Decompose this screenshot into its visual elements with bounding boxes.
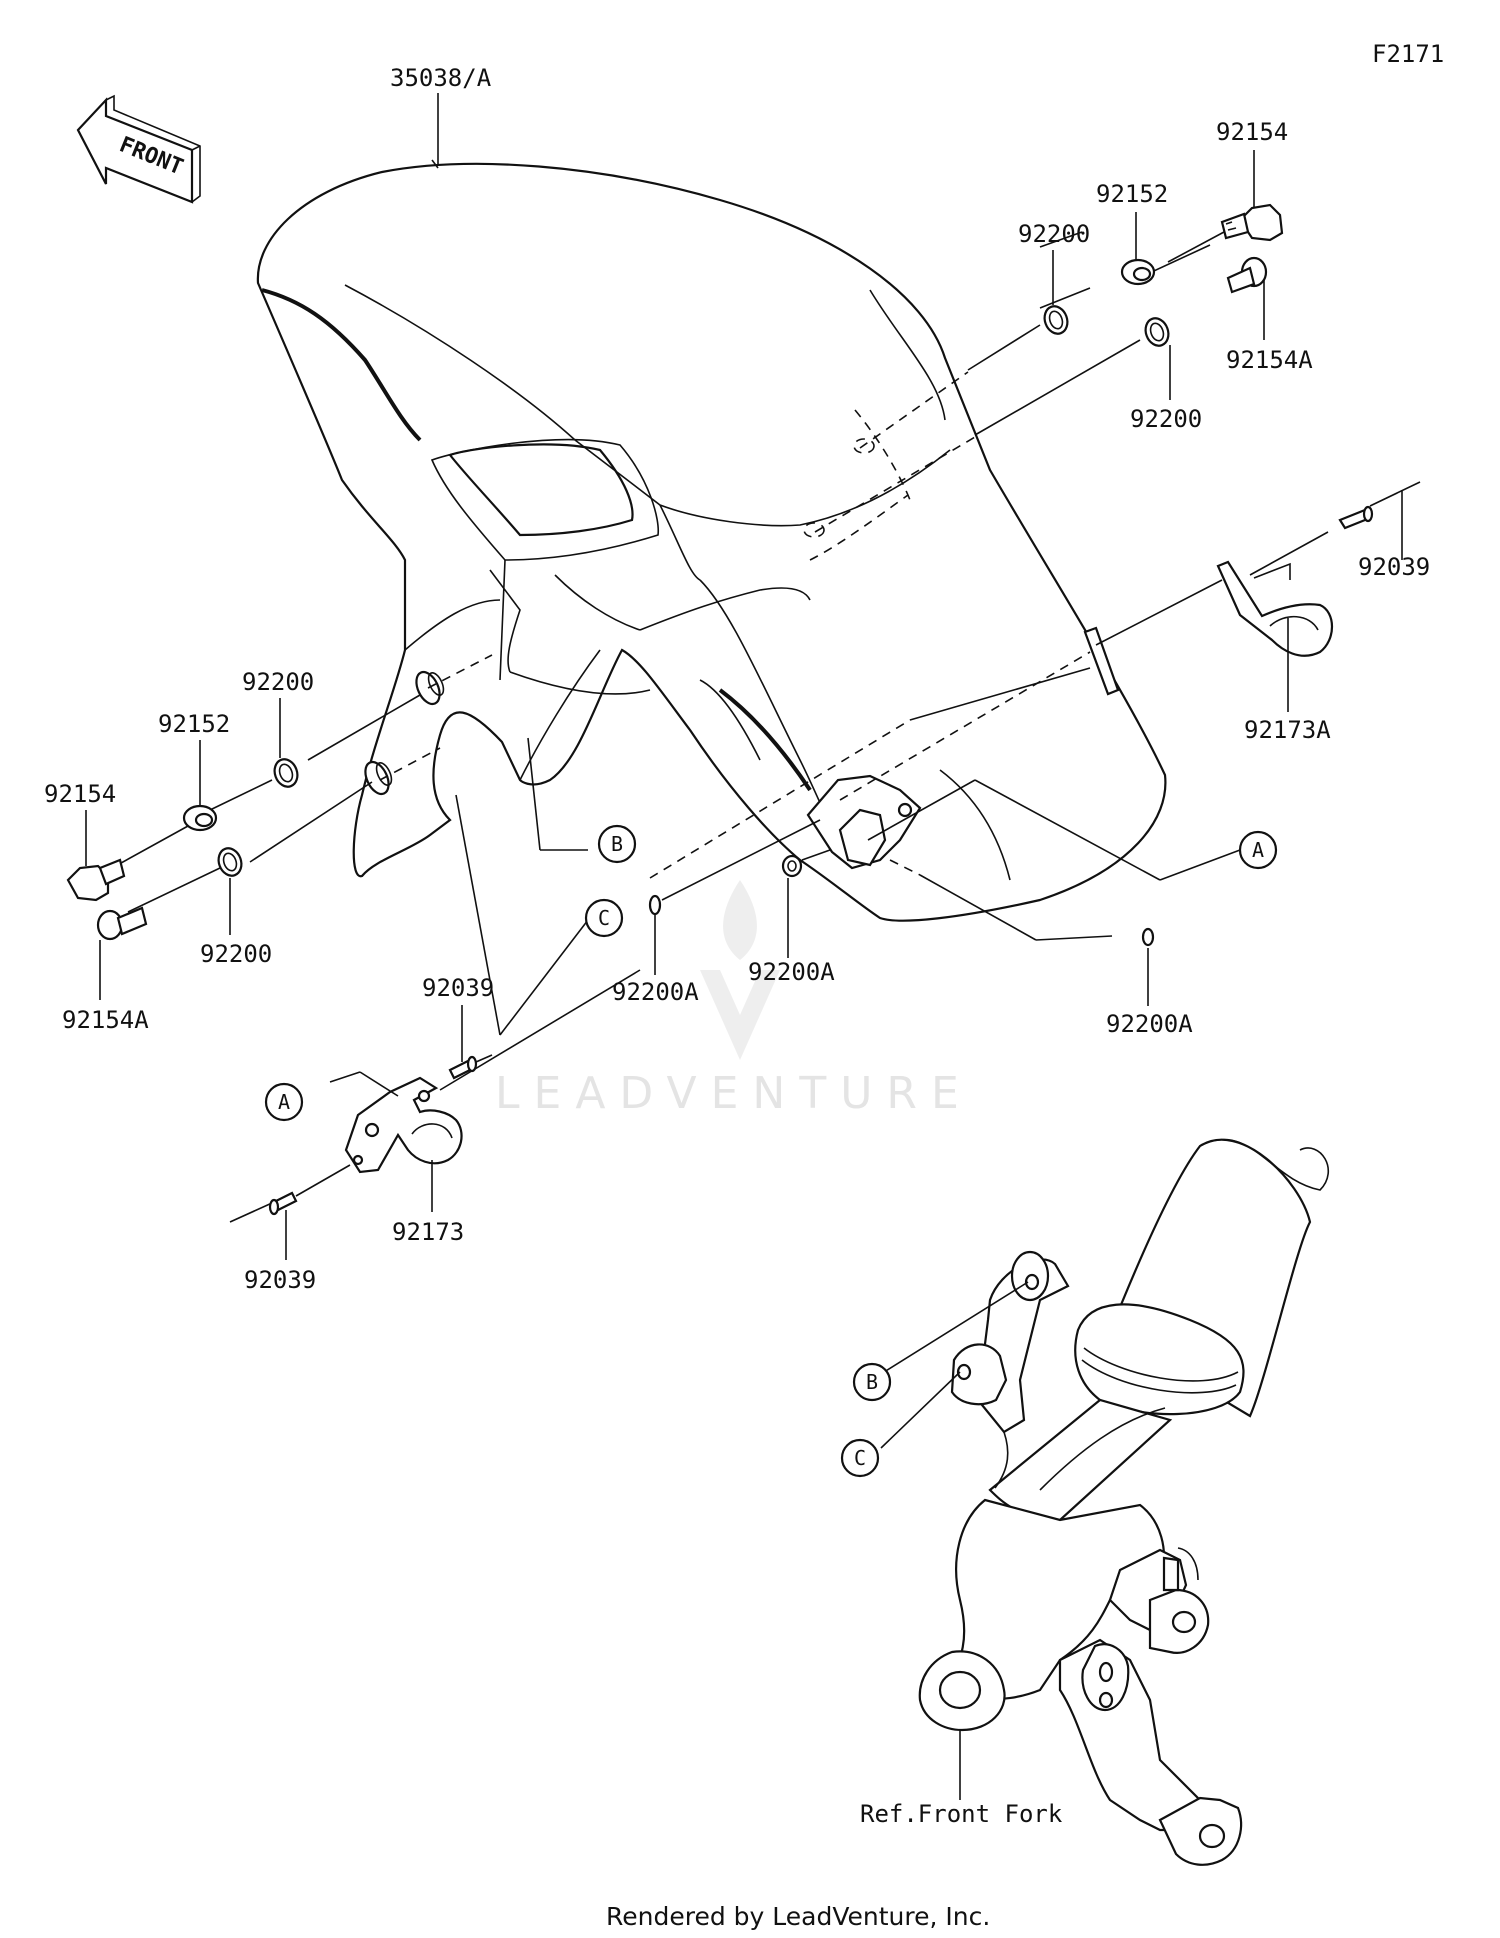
label-92154-top-right: 92154 <box>1216 118 1288 146</box>
ref-marker-b-fork: B <box>852 1362 892 1402</box>
top-right-fasteners <box>431 93 1284 533</box>
grommet-92200-left-icon <box>273 758 299 788</box>
label-92154-left: 92154 <box>44 780 116 808</box>
svg-text:C: C <box>598 906 610 930</box>
bolt-92154A-icon <box>1226 256 1268 294</box>
label-92154A-top-right: 92154A <box>1226 346 1313 374</box>
figure-code: F2171 <box>1372 40 1444 68</box>
washer-92200A-3-icon <box>1141 927 1155 947</box>
label-92200-top-right-2: 92200 <box>1130 405 1202 433</box>
ref-marker-a-left: A <box>264 1082 304 1122</box>
label-92152-left: 92152 <box>158 710 230 738</box>
label-92200A-3: 92200A <box>1106 1010 1193 1038</box>
ref-marker-c-mid: C <box>584 898 624 938</box>
label-92154A-left: 92154A <box>62 1006 149 1034</box>
svg-text:B: B <box>611 832 623 856</box>
collar-92152-icon <box>1120 258 1156 286</box>
washer-92200A-1-icon <box>648 894 662 916</box>
svg-text:A: A <box>278 1090 290 1114</box>
label-35038A: 35038/A <box>390 64 492 92</box>
label-92200A-2: 92200A <box>748 958 835 986</box>
label-92039-bottom: 92039 <box>244 1266 316 1294</box>
ref-marker-a-right: A <box>1238 830 1278 870</box>
collar-92152-left-icon <box>182 804 218 832</box>
bolt-92154-icon <box>1220 203 1284 242</box>
rivet-92039-right-icon <box>1338 481 1421 530</box>
clamp-92173-icon <box>344 1076 463 1174</box>
label-92200A-1: 92200A <box>612 978 699 1006</box>
label-92200-left: 92200 <box>242 668 314 696</box>
washer-92200A-2-icon <box>781 854 803 878</box>
label-92200-left-2: 92200 <box>200 940 272 968</box>
label-92152-top-right: 92152 <box>1096 180 1168 208</box>
left-fasteners <box>66 654 493 1000</box>
watermark-logo <box>700 880 780 1060</box>
grommet-92200-left-2-icon <box>217 847 243 877</box>
label-92039-right: 92039 <box>1358 553 1430 581</box>
grommet-92200-2-icon <box>1144 317 1170 347</box>
label-92173: 92173 <box>392 1218 464 1246</box>
ref-marker-c-fork: C <box>840 1438 880 1478</box>
label-92039-mid: 92039 <box>422 974 494 1002</box>
ref-marker-b-mid: B <box>597 824 637 864</box>
rivet-92039-bottom-icon <box>229 1164 351 1223</box>
label-92173A: 92173A <box>1244 716 1331 744</box>
front-fender <box>256 162 1167 922</box>
label-92200-top-right: 92200 <box>1018 220 1090 248</box>
svg-text:C: C <box>854 1446 866 1470</box>
grommet-92200-icon <box>1043 305 1069 335</box>
bolt-92154A-left-icon <box>96 906 148 941</box>
clamp-92173A-icon <box>1216 560 1333 657</box>
svg-text:B: B <box>866 1370 878 1394</box>
front-arrow-icon: FRONT <box>76 94 201 204</box>
label-ref-front-fork: Ref.Front Fork <box>860 1800 1063 1828</box>
svg-text:A: A <box>1252 838 1264 862</box>
watermark-text: LEADVENTURE <box>495 1068 973 1119</box>
front-fork <box>918 1138 1330 1866</box>
bolt-92154-left-icon <box>66 858 126 902</box>
footer-credit: Rendered by LeadVenture, Inc. <box>606 1902 990 1931</box>
rivet-92039-mid-icon <box>448 1054 493 1080</box>
